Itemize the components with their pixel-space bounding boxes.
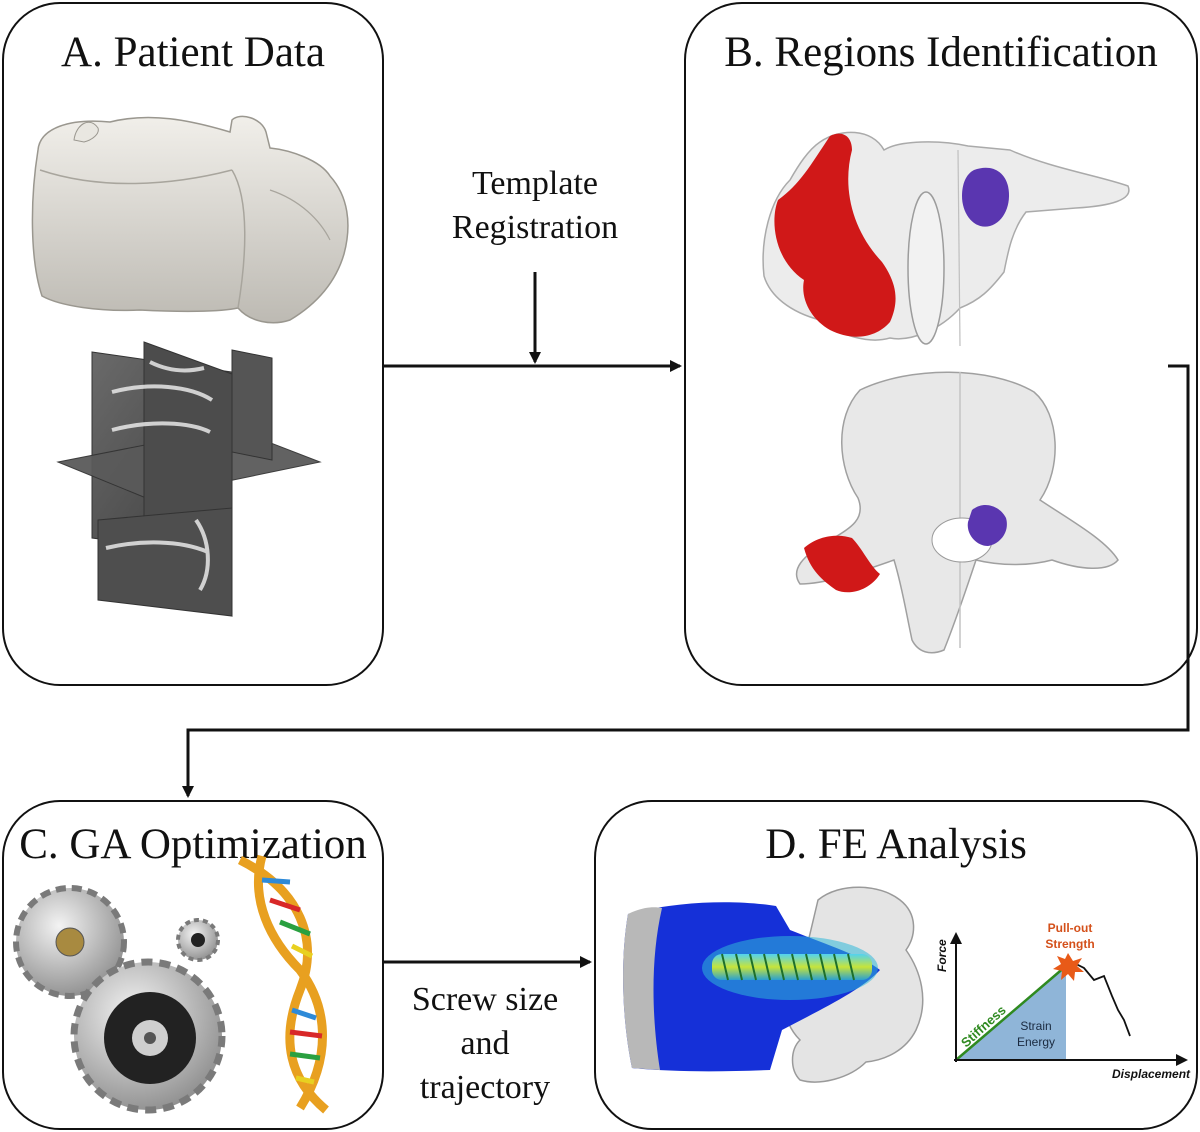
strain-label-1: Strain — [1020, 1019, 1051, 1033]
pullout-label-1: Pull-out — [1048, 921, 1093, 935]
pullout-star — [1053, 953, 1084, 981]
y-axis-label: Force — [935, 939, 949, 972]
vertebra-3d-model — [31, 115, 349, 324]
panel-d-title: D. FE Analysis — [765, 821, 1027, 868]
panel-b-title: B. Regions Identification — [724, 29, 1158, 76]
x-axis-label: Displacement — [1112, 1067, 1191, 1081]
vertebra-axial-view — [795, 371, 1119, 654]
template-registration-label: Template Registration — [420, 162, 650, 250]
ct-scan-slices — [56, 341, 322, 617]
screw-line-3: trajectory — [419, 1069, 551, 1107]
stiffness-slope — [955, 965, 1067, 1061]
screw-line-2: and — [460, 1025, 510, 1063]
vertebra-lateral-view — [762, 131, 1130, 347]
screw-line-1: Screw size — [411, 981, 559, 1018]
panel-a-title: A. Patient Data — [61, 29, 325, 76]
panel-c-title: C. GA Optimization — [19, 821, 367, 868]
gears-illustration — [13, 885, 226, 1114]
fe-vertebra-model — [623, 886, 924, 1083]
template-line-1: Template — [471, 165, 598, 202]
pullout-label-2: Strength — [1045, 937, 1094, 951]
template-line-2: Registration — [451, 209, 619, 247]
force-displacement-graph: Force Displacement Stiffness Strain Ener… — [935, 921, 1191, 1081]
arrow-b-to-c — [182, 364, 1190, 798]
connector-arrows — [182, 272, 1190, 968]
strain-label-2: Energy — [1017, 1035, 1055, 1049]
dna-helix-illustration — [237, 854, 329, 1114]
screw-size-trajectory-label: Screw size and trajectory — [390, 978, 580, 1111]
